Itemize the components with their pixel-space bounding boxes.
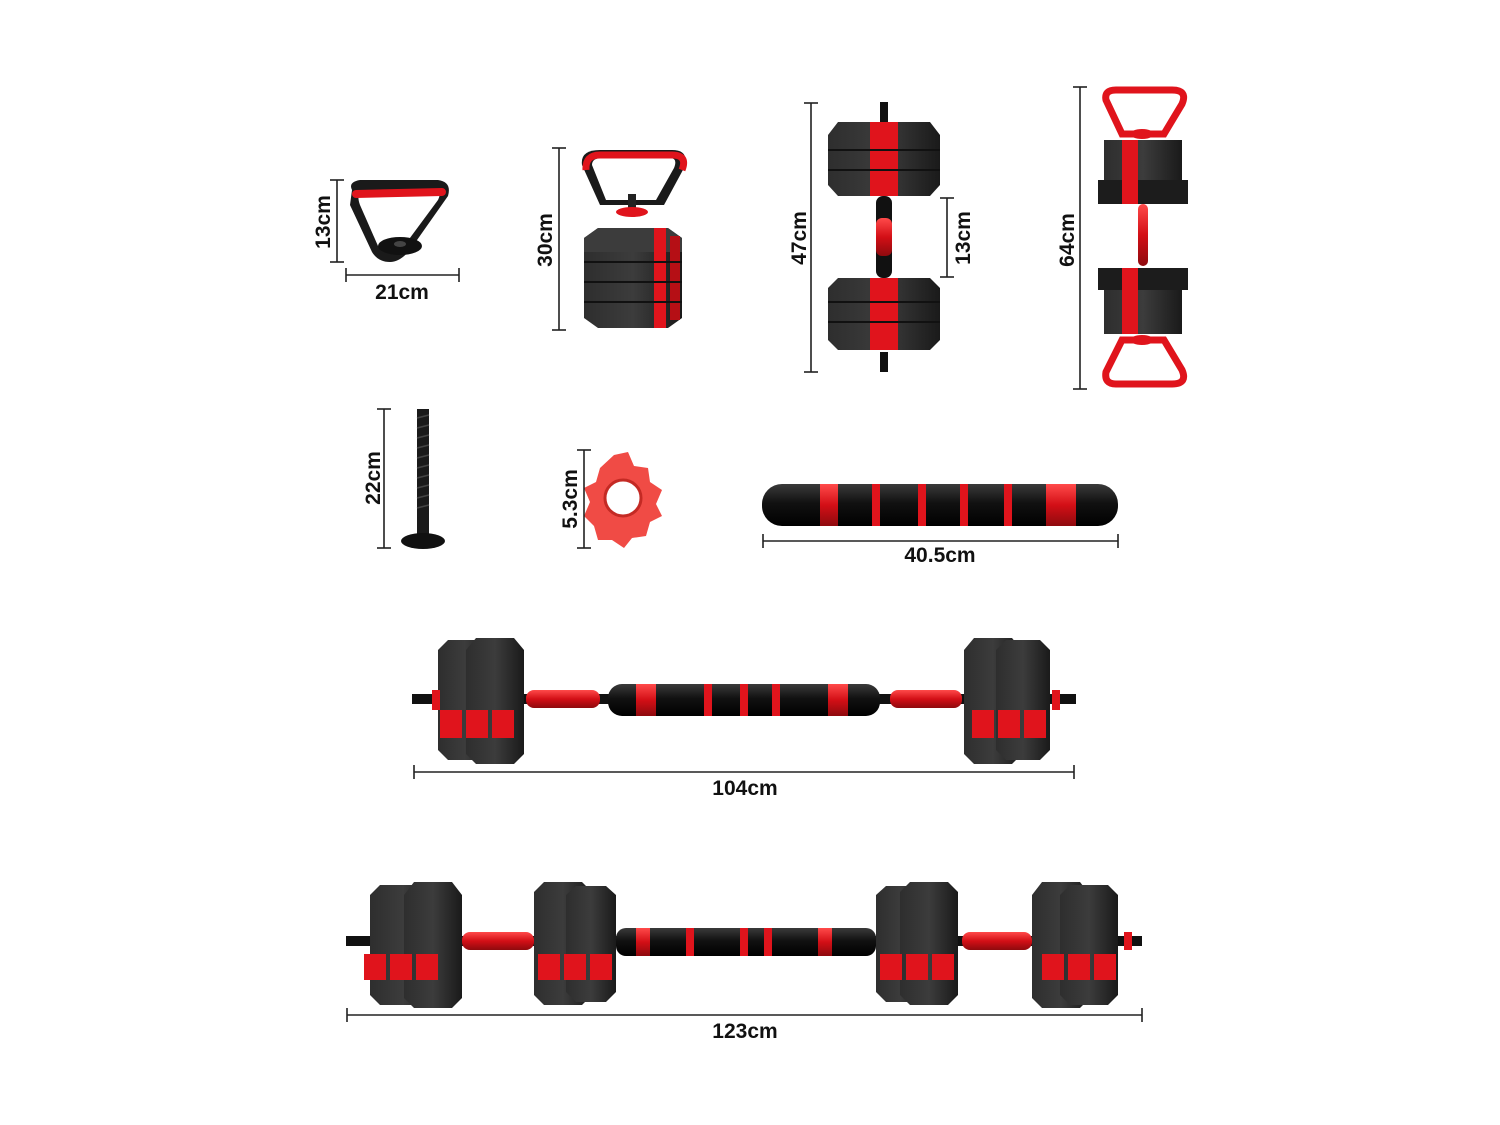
- handle-height-label: 13cm: [312, 195, 335, 249]
- dumbbell-height-dimension: 47cm: [788, 102, 818, 373]
- nut-diameter-label: 5.3cm: [559, 469, 582, 529]
- long-barbell: [346, 882, 1142, 1008]
- locking-nut: [584, 452, 662, 548]
- kettlebell-handle: [350, 180, 449, 262]
- kettlebell-height-dimension: 30cm: [534, 147, 566, 331]
- dumbbell-grip-label: 13cm: [952, 211, 975, 265]
- barbell-length-label: 104cm: [712, 777, 777, 800]
- nut-diameter-dimension: 5.3cm: [559, 449, 591, 549]
- extension-bar-dimension: 40.5cm: [762, 534, 1119, 567]
- kettlebell-height-label: 30cm: [534, 213, 557, 267]
- handle-width-label: 21cm: [375, 281, 429, 304]
- extension-bar-label: 40.5cm: [904, 544, 975, 567]
- dumbbell: [828, 102, 940, 372]
- barbell: [412, 638, 1076, 764]
- connector-length-label: 22cm: [362, 451, 385, 505]
- double-kettlebell-height-label: 64cm: [1056, 213, 1079, 267]
- double-kettlebell: [1098, 86, 1188, 388]
- barbell-length-dimension: 104cm: [413, 765, 1075, 800]
- dumbbell-height-label: 47cm: [788, 211, 811, 265]
- handle-height-dimension: 13cm: [312, 179, 344, 263]
- dumbbell-grip-dimension: 13cm: [940, 197, 975, 278]
- extension-bar: [762, 484, 1118, 526]
- long-barbell-length-dimension: 123cm: [346, 1008, 1143, 1043]
- connector-bolt: [401, 409, 445, 549]
- kettlebell: [581, 150, 688, 328]
- connector-length-dimension: 22cm: [362, 408, 391, 549]
- handle-width-dimension: 21cm: [345, 268, 460, 304]
- double-kettlebell-height-dimension: 64cm: [1056, 86, 1087, 390]
- long-barbell-length-label: 123cm: [712, 1020, 777, 1043]
